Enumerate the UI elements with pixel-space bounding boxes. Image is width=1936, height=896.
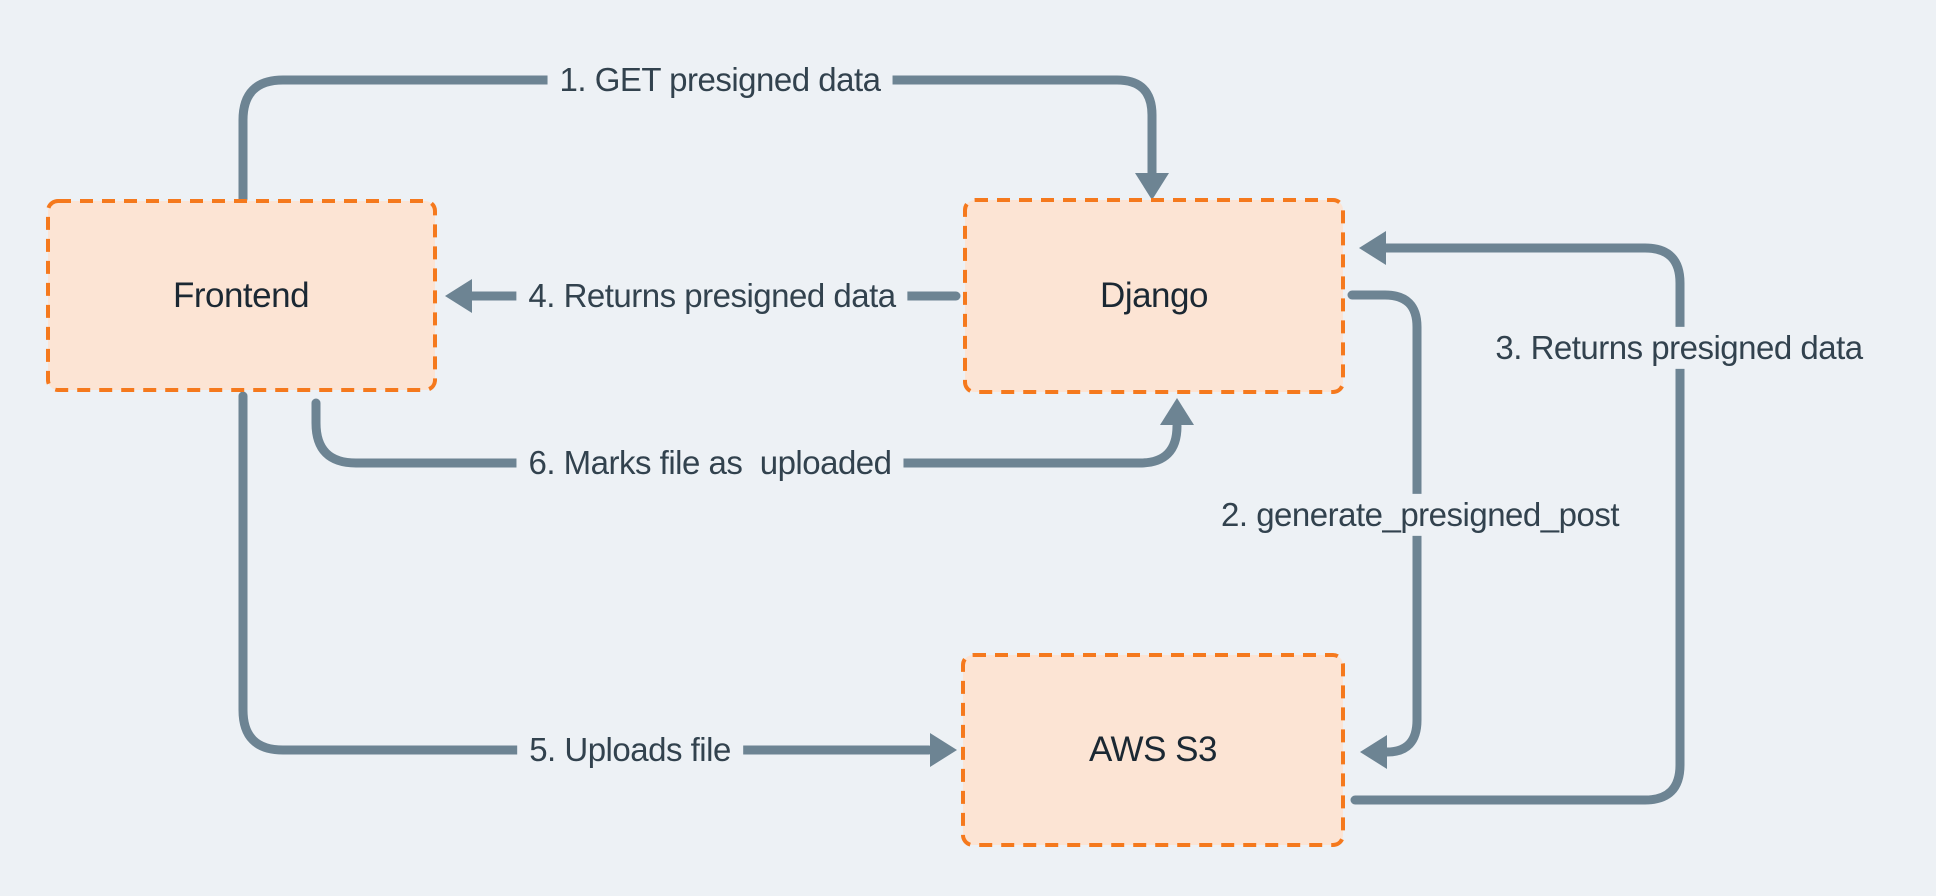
edge-label-get-presigned-data: 1. GET presigned data <box>547 58 893 102</box>
arrowhead-right-into-aws-s3 <box>930 733 957 767</box>
edge-label-returns-presigned-data-to-django: 3. Returns presigned data <box>1483 326 1875 370</box>
node-aws-s3-box <box>961 653 1345 847</box>
edge-get-presigned-data-line <box>238 75 1157 204</box>
edge-marks-file-uploaded-line <box>311 398 1182 468</box>
node-django-box <box>963 198 1345 394</box>
edge-returns-presigned-data-to-django-line <box>1350 243 1685 805</box>
edge-uploads-file-line <box>238 391 934 755</box>
arrowhead-down-into-django <box>1135 173 1169 200</box>
node-frontend-label: Frontend <box>172 276 310 315</box>
node-django-label: Django <box>1100 276 1208 315</box>
node-frontend-box <box>46 199 437 392</box>
edge-generate-presigned-post-line <box>1347 290 1422 757</box>
arrowhead-left-into-frontend <box>445 279 472 313</box>
edge-label-uploads-file: 5. Uploads file <box>517 728 743 772</box>
node-aws-s3-label: AWS S3 <box>1089 730 1217 769</box>
arrowhead-up-into-django <box>1160 398 1194 425</box>
edge-label-marks-file-uploaded: 6. Marks file as uploaded <box>516 441 904 485</box>
arrowhead-left-into-django <box>1359 231 1386 265</box>
arrowhead-left-into-aws-s3 <box>1360 735 1387 769</box>
edge-label-returns-presigned-data-to-frontend: 4. Returns presigned data <box>516 274 908 318</box>
edge-label-generate-presigned-post: 2. generate_presigned_post <box>1209 493 1631 537</box>
